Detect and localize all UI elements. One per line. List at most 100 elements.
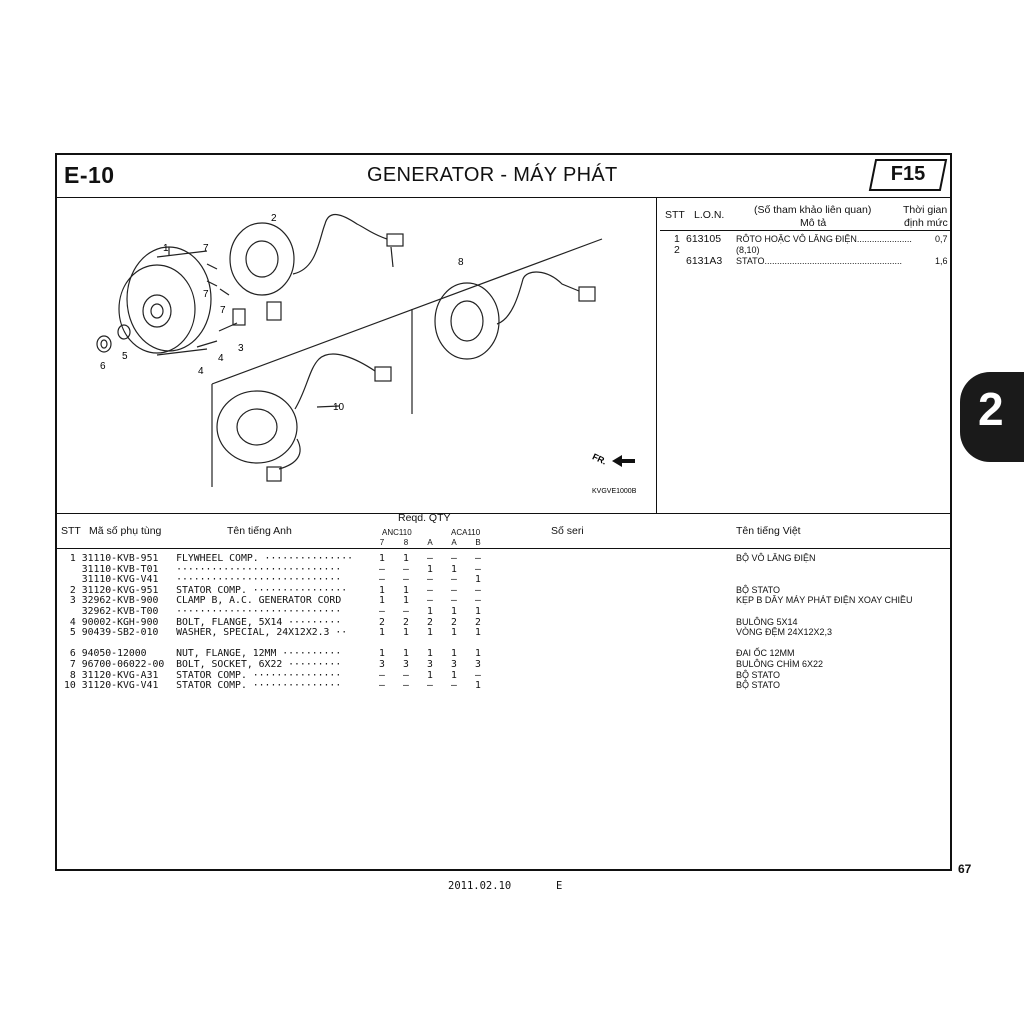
parts-row-qty: 1 — [475, 627, 481, 639]
header-divider — [55, 197, 952, 198]
parts-row-name-vn: BULÔNG 5X14 — [736, 616, 798, 627]
parts-row-qty: – — [427, 553, 433, 564]
callout-5: 5 — [122, 351, 128, 362]
parts-row-qty: – — [427, 584, 433, 596]
col-b: B — [475, 538, 481, 547]
parts-list: 1 31110-KVB-951 FLYWHEEL COMP. ·········… — [64, 553, 944, 691]
callout-7c: 7 — [220, 305, 226, 316]
parts-row-line: 31110-KVG-V41 ··························… — [64, 574, 342, 586]
parts-row-qty: 1 — [475, 574, 481, 586]
parts-row-qty: 1 — [379, 553, 385, 564]
parts-row: 10 31120-KVG-V41 STATOR COMP. ··········… — [64, 680, 944, 691]
ref-row1-lon: 613105 — [686, 233, 722, 245]
ref-header-rule — [660, 230, 950, 231]
fr-label: FR. — [591, 451, 608, 466]
parts-row: 3 32962-KVB-900 CLAMP B, A.C. GENERATOR … — [64, 595, 944, 606]
parts-row-line: 4 90002-KGH-900 BOLT, FLANGE, 5X14 ·····… — [64, 616, 342, 628]
parts-row-qty: 1 — [451, 648, 457, 660]
ref-row1-desc: RÔTO HOẶC VÔ LĂNG ĐIỆN..................… — [736, 234, 912, 244]
parts-row-qty: – — [475, 595, 481, 607]
parts-row-qty: – — [475, 563, 481, 575]
parts-row-line: 10 31120-KVG-V41 STATOR COMP. ··········… — [64, 680, 342, 692]
parts-row-qty: 2 — [451, 616, 457, 628]
parts-row-qty: 1 — [475, 648, 481, 660]
parts-row-qty: 1 — [403, 627, 409, 639]
ref-row2-stt: 2 — [674, 244, 680, 256]
parts-row-qty: – — [475, 584, 481, 596]
parts-row-qty: – — [451, 584, 457, 596]
parts-row-line: 5 90439-SB2-010 WASHER, SPECIAL, 24X12X2… — [64, 627, 348, 639]
callout-4a: 4 — [218, 353, 224, 364]
parts-row-qty: 3 — [451, 658, 457, 670]
parts-row-qty: – — [403, 680, 409, 692]
page-frame — [55, 153, 952, 871]
parts-row-qty: 1 — [379, 648, 385, 660]
parts-row-qty: – — [403, 563, 409, 575]
callout-7a: 7 — [203, 243, 209, 254]
ref-row3-lon: 6131A3 — [686, 255, 723, 267]
parts-row-line: 31110-KVB-T01 ··························… — [64, 563, 342, 575]
ref-header-note: (Số tham khảo liên quan) — [754, 204, 872, 216]
parts-row-qty: 2 — [403, 616, 409, 628]
page-title: GENERATOR - MÁY PHÁT — [367, 164, 618, 186]
parts-row-line: 3 32962-KVB-900 CLAMP B, A.C. GENERATOR … — [64, 595, 342, 607]
parts-row-qty: – — [427, 574, 433, 586]
parts-row-qty: – — [403, 574, 409, 586]
parts-row-qty: – — [379, 605, 385, 617]
callout-1: 1 — [163, 243, 169, 254]
parts-row-qty: 1 — [427, 627, 433, 639]
parts-row-name-vn: BỘ STATO — [736, 669, 781, 680]
parts-row: 6 94050-12000 NUT, FLANGE, 12MM ········… — [64, 648, 944, 659]
ref-header-lon: L.O.N. — [694, 209, 725, 221]
parts-row-name-vn: BULÔNG CHÌM 6X22 — [736, 658, 824, 669]
parts-row-qty: – — [451, 680, 457, 692]
parts-row-qty: 1 — [427, 605, 433, 617]
ref-row1-time: 0,7 — [935, 234, 948, 244]
callout-6: 6 — [100, 361, 106, 372]
section-badge: F15 — [890, 163, 926, 185]
parts-row-qty: – — [379, 669, 385, 681]
callout-7b: 7 — [203, 289, 209, 300]
col-8: 8 — [403, 538, 409, 547]
col-a2: A — [451, 538, 457, 547]
ref-row3-time: 1,6 — [935, 256, 948, 266]
parts-row-qty: 1 — [403, 648, 409, 660]
callout-2: 2 — [271, 213, 277, 224]
parts-row-qty: – — [379, 574, 385, 586]
parts-row-qty: 3 — [403, 658, 409, 670]
parts-row-qty: 1 — [379, 627, 385, 639]
parts-row-name-vn: VÒNG ĐỆM 24X12X2,3 — [736, 627, 833, 638]
ref-row1-stt: 1 — [674, 233, 680, 245]
parts-row-qty: 1 — [379, 584, 385, 596]
parts-row-qty: 3 — [475, 658, 481, 670]
callout-3: 3 — [238, 343, 244, 354]
parts-header-cols: 7 8 A A B — [375, 538, 495, 548]
parts-row-qty: 1 — [475, 605, 481, 617]
parts-row: 1 31110-KVB-951 FLYWHEEL COMP. ·········… — [64, 553, 944, 564]
ref-row3-desc: STATO...................................… — [736, 256, 903, 266]
footer-letter: E — [556, 880, 563, 892]
parts-row-name-vn: KẸP B DÂY MÁY PHÁT ĐIỆN XOAY CHIỀU — [736, 595, 913, 606]
parts-header-group2: ACA110 — [451, 528, 481, 537]
parts-row: 2 31120-KVG-951 STATOR COMP. ···········… — [64, 585, 944, 596]
parts-header-group1: ANC110 — [382, 528, 412, 537]
callout-8: 8 — [458, 257, 464, 268]
parts-header-serial: Số seri — [551, 525, 584, 537]
parts-row-qty: – — [427, 595, 433, 607]
exploded-diagram: FR. KVGVE1000B 1 2 3 4 4 5 6 7 7 7 8 10 — [96, 213, 637, 495]
footer-date: 2011.02.10 — [448, 880, 512, 892]
chapter-tab[interactable] — [960, 372, 1024, 462]
parts-row-line: 2 31120-KVG-951 STATOR COMP. ···········… — [64, 584, 348, 596]
parts-row-qty: 1 — [427, 648, 433, 660]
parts-header-part-no: Mã số phụ tùng — [89, 525, 162, 537]
parts-row-qty: 1 — [451, 563, 457, 575]
parts-row-qty: – — [451, 595, 457, 607]
parts-row-qty: 1 — [451, 605, 457, 617]
parts-row-line: 7 96700-06022-00 BOLT, SOCKET, 6X22 ····… — [64, 658, 342, 670]
parts-row-name-vn: ĐAI ỐC 12MM — [736, 648, 795, 659]
parts-row-qty: 1 — [427, 563, 433, 575]
table-divider — [55, 513, 952, 514]
chapter-tab-number: 2 — [978, 383, 1004, 435]
parts-row: 7 96700-06022-00 BOLT, SOCKET, 6X22 ····… — [64, 659, 944, 670]
parts-row-qty: – — [451, 574, 457, 586]
